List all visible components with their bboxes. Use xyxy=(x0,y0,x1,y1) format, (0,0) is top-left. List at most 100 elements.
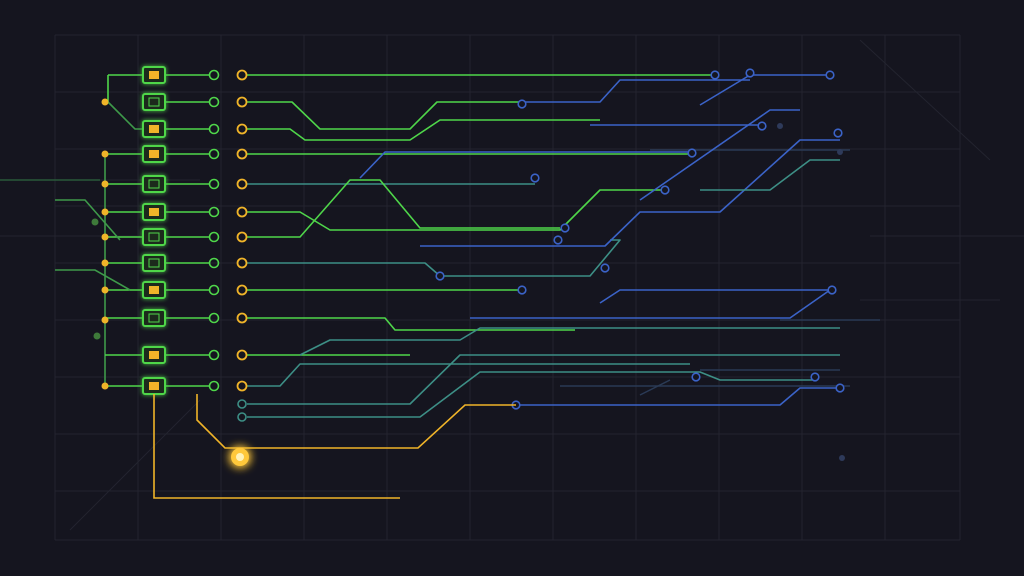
bus-line xyxy=(107,101,145,130)
junction-node-icon xyxy=(236,312,248,324)
bus-line xyxy=(107,74,145,102)
trace-path xyxy=(520,79,750,103)
trace-path xyxy=(247,189,665,231)
bus-dot xyxy=(101,150,109,158)
highlight-path xyxy=(153,394,840,499)
trace-path xyxy=(247,371,815,418)
end-node-icon xyxy=(560,223,570,233)
chip-core xyxy=(149,286,159,294)
lead-node-icon xyxy=(208,231,220,243)
trace-path xyxy=(599,289,830,304)
lead-node-icon xyxy=(208,380,220,392)
end-node-icon xyxy=(810,372,820,382)
end-node-icon xyxy=(825,70,835,80)
junction-node-icon xyxy=(236,284,248,296)
end-node-icon xyxy=(687,148,697,158)
chip-icon xyxy=(142,254,166,272)
trace-path xyxy=(639,109,800,201)
chip-icon xyxy=(142,175,166,193)
lead-node-icon xyxy=(208,206,220,218)
chip-core xyxy=(148,258,160,268)
lead-node-icon xyxy=(208,284,220,296)
trace-path xyxy=(420,139,840,247)
lead-node-icon xyxy=(208,312,220,324)
end-node-icon xyxy=(837,149,843,155)
end-node-icon xyxy=(691,372,701,382)
junction-node-icon xyxy=(236,69,248,81)
end-node-icon xyxy=(553,235,563,245)
bus-line xyxy=(55,269,131,291)
chip-core xyxy=(148,232,160,242)
chip-core xyxy=(149,150,159,158)
trace-path xyxy=(247,363,690,387)
trace-path xyxy=(247,101,522,130)
junction-node-icon xyxy=(236,349,248,361)
lead-node-icon xyxy=(208,69,220,81)
bus-dot xyxy=(101,233,109,241)
chip-core xyxy=(149,71,159,79)
end-node-icon xyxy=(777,123,783,129)
chip-icon xyxy=(142,93,166,111)
end-node-icon xyxy=(600,263,610,273)
background-grid xyxy=(0,34,1024,541)
end-node-icon xyxy=(827,285,837,295)
end-node-icon xyxy=(833,128,843,138)
amber-trace xyxy=(196,394,516,449)
lead-node-icon xyxy=(208,349,220,361)
glowing-node-core xyxy=(236,453,244,461)
chip-core xyxy=(149,382,159,390)
trace-path xyxy=(247,354,840,405)
lead-node-icon xyxy=(208,123,220,135)
trace-path xyxy=(299,327,840,356)
chip-core xyxy=(148,97,160,107)
amber-trace xyxy=(153,394,400,499)
bus-dot xyxy=(101,208,109,216)
component-column xyxy=(142,66,220,395)
end-node-icon xyxy=(660,185,670,195)
trace-end-nodes xyxy=(435,68,845,461)
junction-node-icon xyxy=(236,148,248,160)
bus-line xyxy=(55,199,121,241)
bus-dot xyxy=(101,286,109,294)
end-node-icon xyxy=(517,285,527,295)
end-node-icon xyxy=(757,121,767,131)
bus-dot xyxy=(93,332,101,340)
left-bus-lines xyxy=(0,74,145,390)
trace-path xyxy=(639,379,671,396)
trace-path xyxy=(247,317,575,331)
chip-icon xyxy=(142,309,166,327)
chip-core xyxy=(149,351,159,359)
end-node-icon xyxy=(530,173,540,183)
trace-path xyxy=(700,159,840,191)
end-node-icon xyxy=(839,455,845,461)
signal-traces xyxy=(247,74,840,418)
junction-node-icon xyxy=(237,412,247,422)
lead-node-icon xyxy=(208,257,220,269)
bus-dot xyxy=(101,180,109,188)
end-node-icon xyxy=(517,99,527,109)
trace-path xyxy=(359,151,690,179)
chip-core xyxy=(148,179,160,189)
junction-node-icon xyxy=(236,178,248,190)
junction-node-icon xyxy=(237,399,247,409)
bus-dot xyxy=(101,382,109,390)
junction-node-icon xyxy=(236,380,248,392)
trace-path xyxy=(247,119,600,141)
chip-core xyxy=(149,208,159,216)
end-node-icon xyxy=(835,383,845,393)
junction-column xyxy=(236,69,248,422)
lead-node-icon xyxy=(208,148,220,160)
bus-dot xyxy=(101,316,109,324)
end-node-icon xyxy=(435,271,445,281)
trace-path xyxy=(247,239,621,277)
chip-icon xyxy=(142,228,166,246)
bus-dot xyxy=(101,98,109,106)
junction-node-icon xyxy=(236,257,248,269)
end-node-icon xyxy=(745,68,755,78)
junction-node-icon xyxy=(236,206,248,218)
bus-dot xyxy=(101,259,109,267)
junction-node-icon xyxy=(236,96,248,108)
chip-core xyxy=(149,125,159,133)
